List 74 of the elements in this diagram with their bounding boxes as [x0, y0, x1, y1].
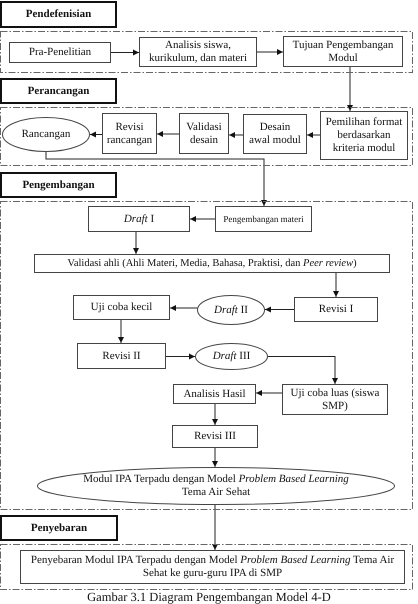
process-box — [215, 206, 312, 232]
process-box — [282, 384, 388, 415]
arrow — [166, 354, 196, 360]
ellipse-node — [197, 295, 265, 325]
process-box — [294, 297, 378, 322]
section-header-box — [0, 78, 117, 104]
section-header-box — [0, 1, 117, 28]
arrow — [256, 390, 282, 396]
process-box — [102, 113, 157, 154]
dashed-section-frame — [0, 31, 413, 73]
ellipse-node — [2, 117, 90, 152]
arrow — [133, 232, 139, 254]
step-label: Analisis Hasil — [183, 388, 246, 400]
step-label: Pengembangan materi — [223, 212, 304, 226]
process-box — [9, 42, 111, 63]
ellipse-node — [37, 467, 395, 505]
step-label: Tujuan Pengembangan Modul — [292, 38, 394, 64]
section-title: Perancangan — [28, 84, 90, 98]
dashed-section-frame — [0, 201, 413, 510]
step-label: Modul IPA Terpadu dengan Model Problem Based Learning Tema Air Sehat — [82, 473, 350, 499]
step-label: Rancangan — [22, 128, 70, 141]
section-header-box — [0, 172, 117, 198]
section-title: Pendefenisian — [26, 8, 92, 21]
arrow — [228, 132, 244, 138]
figure-caption: Gambar 3.1 Diagram Pengembangan Model 4-D — [86, 591, 332, 604]
arrow — [110, 50, 140, 56]
process-box — [20, 550, 405, 584]
step-label: Analisis siswa, kurikulum, dan materi — [148, 39, 248, 65]
arrow — [90, 132, 102, 138]
dashed-section-frame — [0, 107, 413, 166]
section-header-box — [0, 515, 118, 541]
step-label: Desain awal modul — [248, 121, 302, 147]
step-label: Pra-Penelitian — [28, 46, 92, 59]
arrow — [212, 404, 218, 426]
step-label: Pemilihan format berdasarkan kriteria modul — [324, 116, 404, 155]
process-box — [73, 295, 170, 320]
step-label: Revisi I — [318, 303, 354, 316]
process-box — [34, 254, 390, 273]
process-box — [173, 384, 256, 404]
section-title: Pengembangan — [22, 178, 95, 192]
ellipse-node — [195, 343, 268, 370]
arrow — [347, 66, 353, 112]
step-label: Revisi II — [102, 350, 141, 362]
step-label: Draft III — [212, 350, 250, 363]
section-title: Penyebaran — [30, 522, 88, 534]
step-label: Penyebaran Modul IPA Terpadu dengan Model Problem Based Learning Tema Air Sehat ke guru-guru IPA di SMP — [30, 554, 396, 580]
arrow — [156, 131, 180, 137]
process-box — [77, 343, 166, 369]
arrow — [264, 306, 294, 312]
arrow — [46, 152, 267, 206]
arrow — [306, 132, 320, 138]
step-label: Draft I — [124, 212, 154, 226]
step-label: Validasi ahli (Ahli Materi, Media, Bahasa, Praktisi, dan Peer review) — [67, 257, 357, 270]
arrow — [212, 448, 218, 468]
arrow — [333, 272, 339, 298]
process-box — [243, 114, 307, 154]
arrow — [212, 504, 218, 550]
arrow — [256, 49, 284, 55]
arrow — [190, 216, 216, 222]
process-box — [172, 425, 258, 448]
step-label: Revisi rancangan — [106, 120, 154, 146]
arrow — [268, 356, 338, 384]
step-label: Uji coba kecil — [90, 301, 152, 314]
arrow — [118, 320, 124, 344]
step-label: Uji coba luas (siswa SMP) — [290, 386, 380, 412]
step-label: Validasi desain — [185, 120, 223, 146]
step-label: Revisi III — [194, 430, 236, 443]
dashed-section-frame — [0, 544, 413, 590]
step-label: Draft II — [214, 304, 248, 316]
arrow — [170, 305, 198, 311]
process-box — [139, 37, 257, 67]
process-box — [179, 113, 229, 154]
process-box — [283, 36, 403, 67]
process-box — [88, 206, 190, 232]
